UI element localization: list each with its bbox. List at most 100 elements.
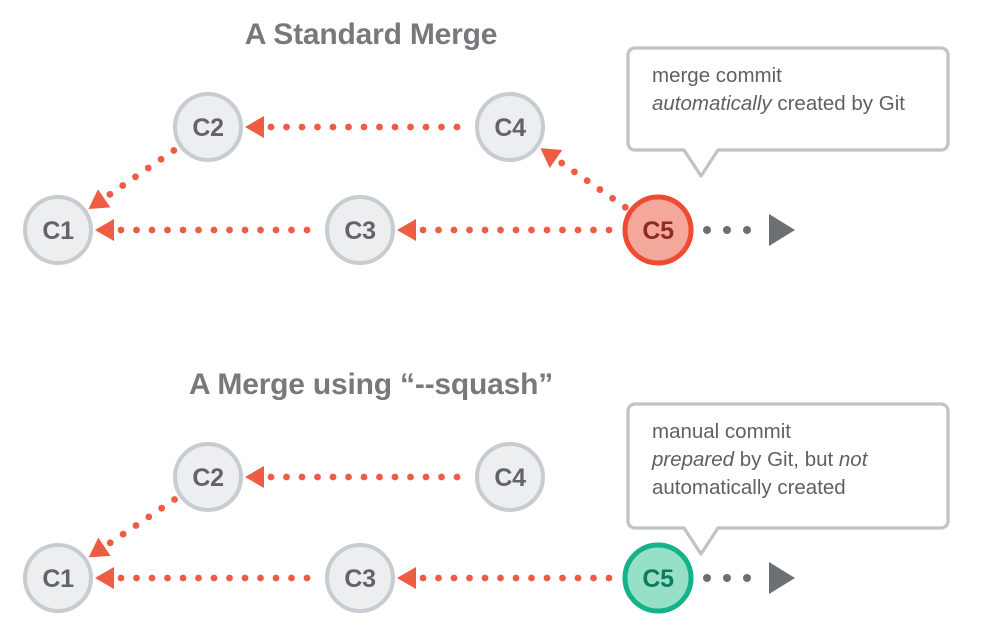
merge-commit-callout: merge commit automatically created by Git	[626, 46, 950, 178]
edge-dot	[171, 496, 178, 503]
edges-standard-merge	[88, 116, 629, 241]
edge-dot	[210, 226, 218, 234]
commit-node-c5-squash-merge[interactable]: C5	[622, 542, 694, 614]
commit-node-c5-standard-merge[interactable]: C5	[622, 194, 694, 266]
edge-dot	[288, 226, 295, 234]
edge-dot	[360, 473, 368, 481]
edge-dot	[106, 190, 114, 198]
edge-dot	[345, 473, 352, 481]
edge-arrowhead-standard-merge-0	[88, 189, 111, 210]
edge-dot	[435, 574, 442, 582]
callout-text-segment: not	[839, 448, 869, 471]
edge-dot	[195, 574, 202, 582]
edge-dot	[453, 123, 461, 131]
edge-dot	[583, 177, 591, 185]
edge-dot	[119, 182, 127, 189]
edge-dot	[528, 226, 535, 234]
edge-dot	[119, 530, 127, 538]
edge-dot	[512, 226, 520, 234]
edge-dot	[272, 574, 280, 582]
edge-dot	[303, 574, 311, 582]
commit-node-label: C1	[42, 217, 74, 245]
commit-node-c4-squash-merge[interactable]: C4	[475, 442, 545, 512]
future-dot	[723, 226, 731, 234]
commit-node-circle	[325, 543, 395, 613]
future-dot	[743, 226, 751, 234]
commit-node-label: C4	[494, 114, 526, 142]
diagram-squash-merge: A Merge using “--squash”manual commitpre…	[23, 368, 950, 614]
edge-dot	[466, 574, 473, 582]
edge-dot	[605, 226, 613, 234]
commit-node-c2-standard-merge[interactable]: C2	[173, 92, 243, 162]
future-commits-arrow-squash-merge	[703, 562, 795, 594]
edge-dot	[453, 473, 461, 481]
edge-arrowhead-standard-merge-1	[245, 116, 264, 138]
edge-dot	[407, 473, 414, 481]
commit-node-c3-squash-merge[interactable]: C3	[325, 543, 395, 613]
commit-node-c3-standard-merge[interactable]: C3	[325, 195, 395, 265]
callout-text-segment: created by Git	[772, 92, 906, 115]
edge-arrowhead-squash-merge-1	[245, 466, 264, 488]
edge-arrowhead-standard-merge-2	[95, 219, 114, 241]
future-dot	[743, 574, 751, 582]
callout-text-segment: automatically	[652, 92, 773, 115]
edge-dot	[558, 159, 566, 167]
edge-dot	[466, 226, 473, 234]
commit-node-c1-squash-merge[interactable]: C1	[23, 543, 93, 613]
edge-dot	[497, 574, 504, 582]
edge-dot	[133, 226, 140, 234]
edge-dot	[179, 574, 187, 582]
edge-arrowhead-squash-merge-3	[397, 567, 416, 589]
commit-node-c1-standard-merge[interactable]: C1	[23, 195, 93, 265]
commit-node-label: C5	[642, 565, 674, 593]
edge-dot	[226, 574, 233, 582]
edge-dot	[450, 226, 458, 234]
future-dot	[703, 574, 711, 582]
callout-text-segment: automatically created	[652, 476, 846, 499]
edge-dot	[559, 226, 566, 234]
commit-node-circle	[475, 92, 545, 162]
manual-commit-callout-line-1: manual commit	[652, 420, 791, 443]
edge-dot	[450, 574, 458, 582]
edge-arrowhead-squash-merge-2	[95, 567, 114, 589]
edge-dot	[407, 123, 414, 131]
future-arrowhead	[769, 562, 795, 594]
commit-node-label: C2	[192, 464, 223, 492]
callout-text-segment: merge commit	[652, 64, 782, 87]
edge-dot	[267, 473, 275, 481]
edge-dot	[435, 226, 442, 234]
commit-node-c4-standard-merge[interactable]: C4	[475, 92, 545, 162]
edge-dot	[314, 473, 321, 481]
edge-dot	[133, 574, 140, 582]
diagram-title-standard-merge: A Standard Merge	[245, 18, 497, 51]
commit-node-circle	[475, 442, 545, 512]
edge-dot	[298, 473, 306, 481]
edge-dot	[559, 574, 566, 582]
edge-dot	[438, 473, 445, 481]
edge-dot	[590, 574, 597, 582]
edge-dot	[257, 574, 264, 582]
callout-text-segment: prepared	[651, 448, 735, 471]
edge-dot	[210, 574, 218, 582]
edge-dot	[543, 574, 551, 582]
edge-dot	[298, 123, 306, 131]
commit-node-c2-squash-merge[interactable]: C2	[173, 442, 243, 512]
edge-dot	[543, 226, 551, 234]
edge-dot	[148, 226, 156, 234]
edge-dot	[391, 123, 399, 131]
commit-node-circle	[622, 542, 694, 614]
edge-dot	[329, 123, 337, 131]
edge-dot	[528, 574, 535, 582]
edge-dot	[574, 574, 582, 582]
edge-dot	[376, 123, 383, 131]
edge-dot	[303, 226, 311, 234]
edge-dot	[391, 473, 399, 481]
edge-dot	[419, 226, 427, 234]
edge-dot	[241, 226, 249, 234]
future-dot	[703, 226, 711, 234]
edge-dot	[145, 513, 153, 521]
edge-arrowhead-standard-merge-3	[397, 219, 416, 241]
edge-dot	[497, 226, 504, 234]
commit-node-circle	[173, 442, 243, 512]
